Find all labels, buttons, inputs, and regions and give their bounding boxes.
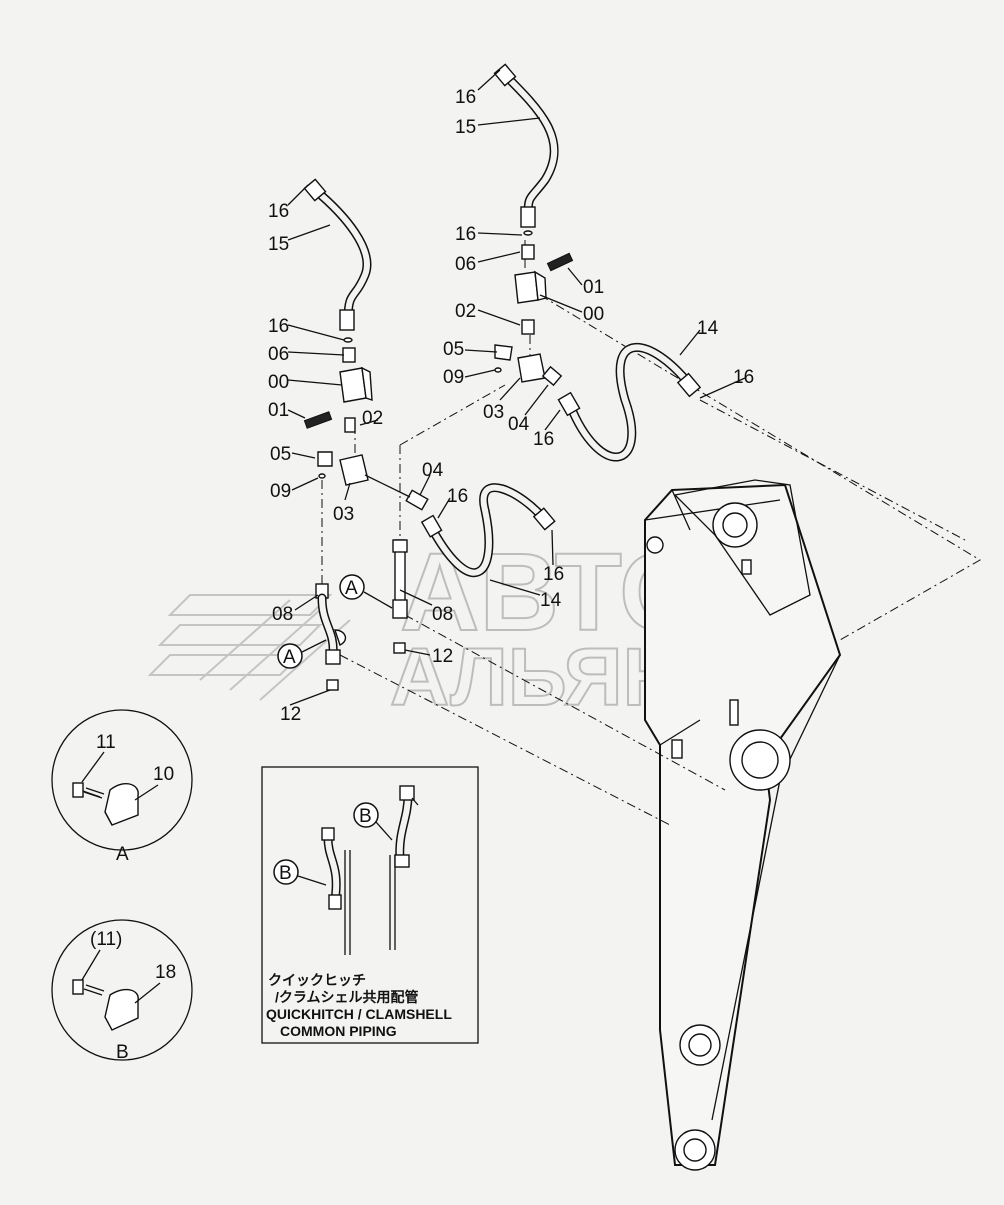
- svg-text:B: B: [116, 1042, 129, 1063]
- svg-text:05: 05: [443, 339, 464, 360]
- hose-15-left: [303, 178, 372, 331]
- fittings-right: [494, 230, 574, 387]
- svg-text:B: B: [359, 806, 372, 827]
- svg-text:16: 16: [543, 564, 564, 585]
- svg-text:08: 08: [432, 604, 453, 625]
- svg-text:15: 15: [268, 234, 289, 255]
- svg-text:03: 03: [483, 402, 504, 423]
- hose-15-right: [493, 63, 559, 228]
- svg-text:16: 16: [268, 316, 289, 337]
- svg-text:(11): (11): [90, 929, 122, 950]
- detail-b: (11) 18 B: [51, 919, 193, 1063]
- svg-text:15: 15: [455, 117, 476, 138]
- svg-text:02: 02: [362, 408, 383, 429]
- inset-title-en-2: COMMON PIPING: [280, 1023, 397, 1039]
- svg-text:03: 03: [333, 504, 354, 525]
- svg-text:16: 16: [533, 429, 554, 450]
- svg-text:05: 05: [270, 444, 291, 465]
- svg-text:14: 14: [540, 590, 562, 611]
- svg-text:01: 01: [583, 277, 604, 298]
- callout-a-upper: A: [339, 574, 393, 609]
- hose-14-left: [420, 483, 556, 578]
- svg-text:04: 04: [422, 460, 444, 481]
- inset-title-jp-1: クイックヒッチ: [268, 972, 366, 988]
- svg-text:06: 06: [455, 254, 476, 275]
- svg-text:16: 16: [455, 224, 476, 245]
- svg-text:10: 10: [153, 764, 174, 785]
- quickhitch-inset: B B クイックヒッチ /クラムシェル共用配管 QUICKHITCH / CLA…: [261, 766, 479, 1044]
- inset-title-jp-2: /クラムシェル共用配管: [275, 989, 418, 1005]
- inset-title-en-1: QUICKHITCH / CLAMSHELL: [266, 1006, 452, 1022]
- svg-text:A: A: [283, 647, 296, 668]
- svg-text:00: 00: [268, 372, 289, 393]
- svg-text:02: 02: [455, 301, 476, 322]
- callout-a-lower: A: [277, 639, 327, 669]
- svg-text:16: 16: [733, 367, 754, 388]
- svg-text:14: 14: [697, 318, 719, 339]
- svg-text:A: A: [116, 844, 129, 865]
- hose-14-right: [557, 343, 702, 462]
- svg-text:06: 06: [268, 344, 289, 365]
- svg-text:09: 09: [443, 367, 464, 388]
- svg-text:01: 01: [268, 400, 289, 421]
- labels-left-group: 16 15 16 06 00 01 02 05 09 03 04 16 16 1…: [268, 201, 564, 725]
- boom-arm: [644, 479, 842, 1171]
- fittings-left: [303, 337, 429, 691]
- svg-text:11: 11: [96, 732, 116, 753]
- svg-text:12: 12: [280, 704, 301, 725]
- svg-text:16: 16: [447, 486, 468, 507]
- svg-text:12: 12: [432, 646, 453, 667]
- svg-text:04: 04: [508, 414, 530, 435]
- svg-text:00: 00: [583, 304, 604, 325]
- labels-right-group: 16 15 16 06 01 00 02 05 09 03 04 16 14 1…: [443, 87, 754, 450]
- watermark-logo-icon: [147, 594, 351, 701]
- svg-text:18: 18: [155, 962, 176, 983]
- svg-text:16: 16: [268, 201, 289, 222]
- svg-text:09: 09: [270, 481, 291, 502]
- svg-text:B: B: [279, 863, 292, 884]
- detail-a: 11 10 A: [51, 709, 193, 865]
- svg-text:08: 08: [272, 604, 293, 625]
- svg-text:16: 16: [455, 87, 476, 108]
- svg-text:A: A: [345, 578, 358, 599]
- leader-lines: [287, 69, 746, 706]
